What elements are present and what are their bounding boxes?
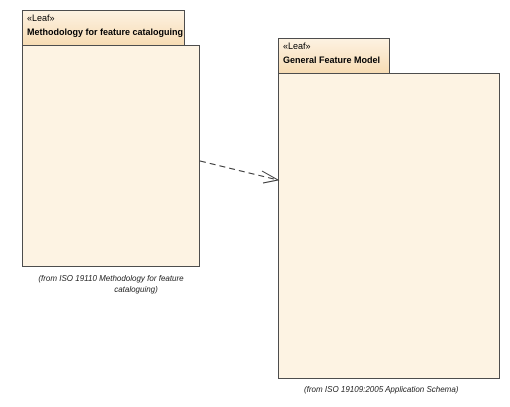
from-note-line-2: cataloguing) <box>114 285 158 294</box>
from-note-line-1: (from ISO 19110 Methodology for feature <box>38 274 184 283</box>
package-methodology-name: Methodology for feature cataloguing <box>27 27 184 37</box>
package-general-feature-model-body[interactable] <box>278 73 500 379</box>
from-note-line-1: (from ISO 19109:2005 Application Schema) <box>304 385 459 394</box>
package-methodology-stereotype: «Leaf» <box>27 13 55 23</box>
package-general-feature-model-name: General Feature Model <box>283 55 381 65</box>
package-methodology-from-note: (from ISO 19110 Methodology for feature … <box>26 273 196 295</box>
dependency-line <box>199 160 279 181</box>
package-methodology-tab[interactable]: «Leaf» Methodology for feature catalogui… <box>22 10 185 46</box>
open-arrowhead-icon <box>261 170 280 184</box>
package-methodology-body[interactable] <box>22 45 200 267</box>
package-general-feature-model-from-note: (from ISO 19109:2005 Application Schema) <box>304 384 458 395</box>
package-general-feature-model-stereotype: «Leaf» <box>283 41 311 51</box>
